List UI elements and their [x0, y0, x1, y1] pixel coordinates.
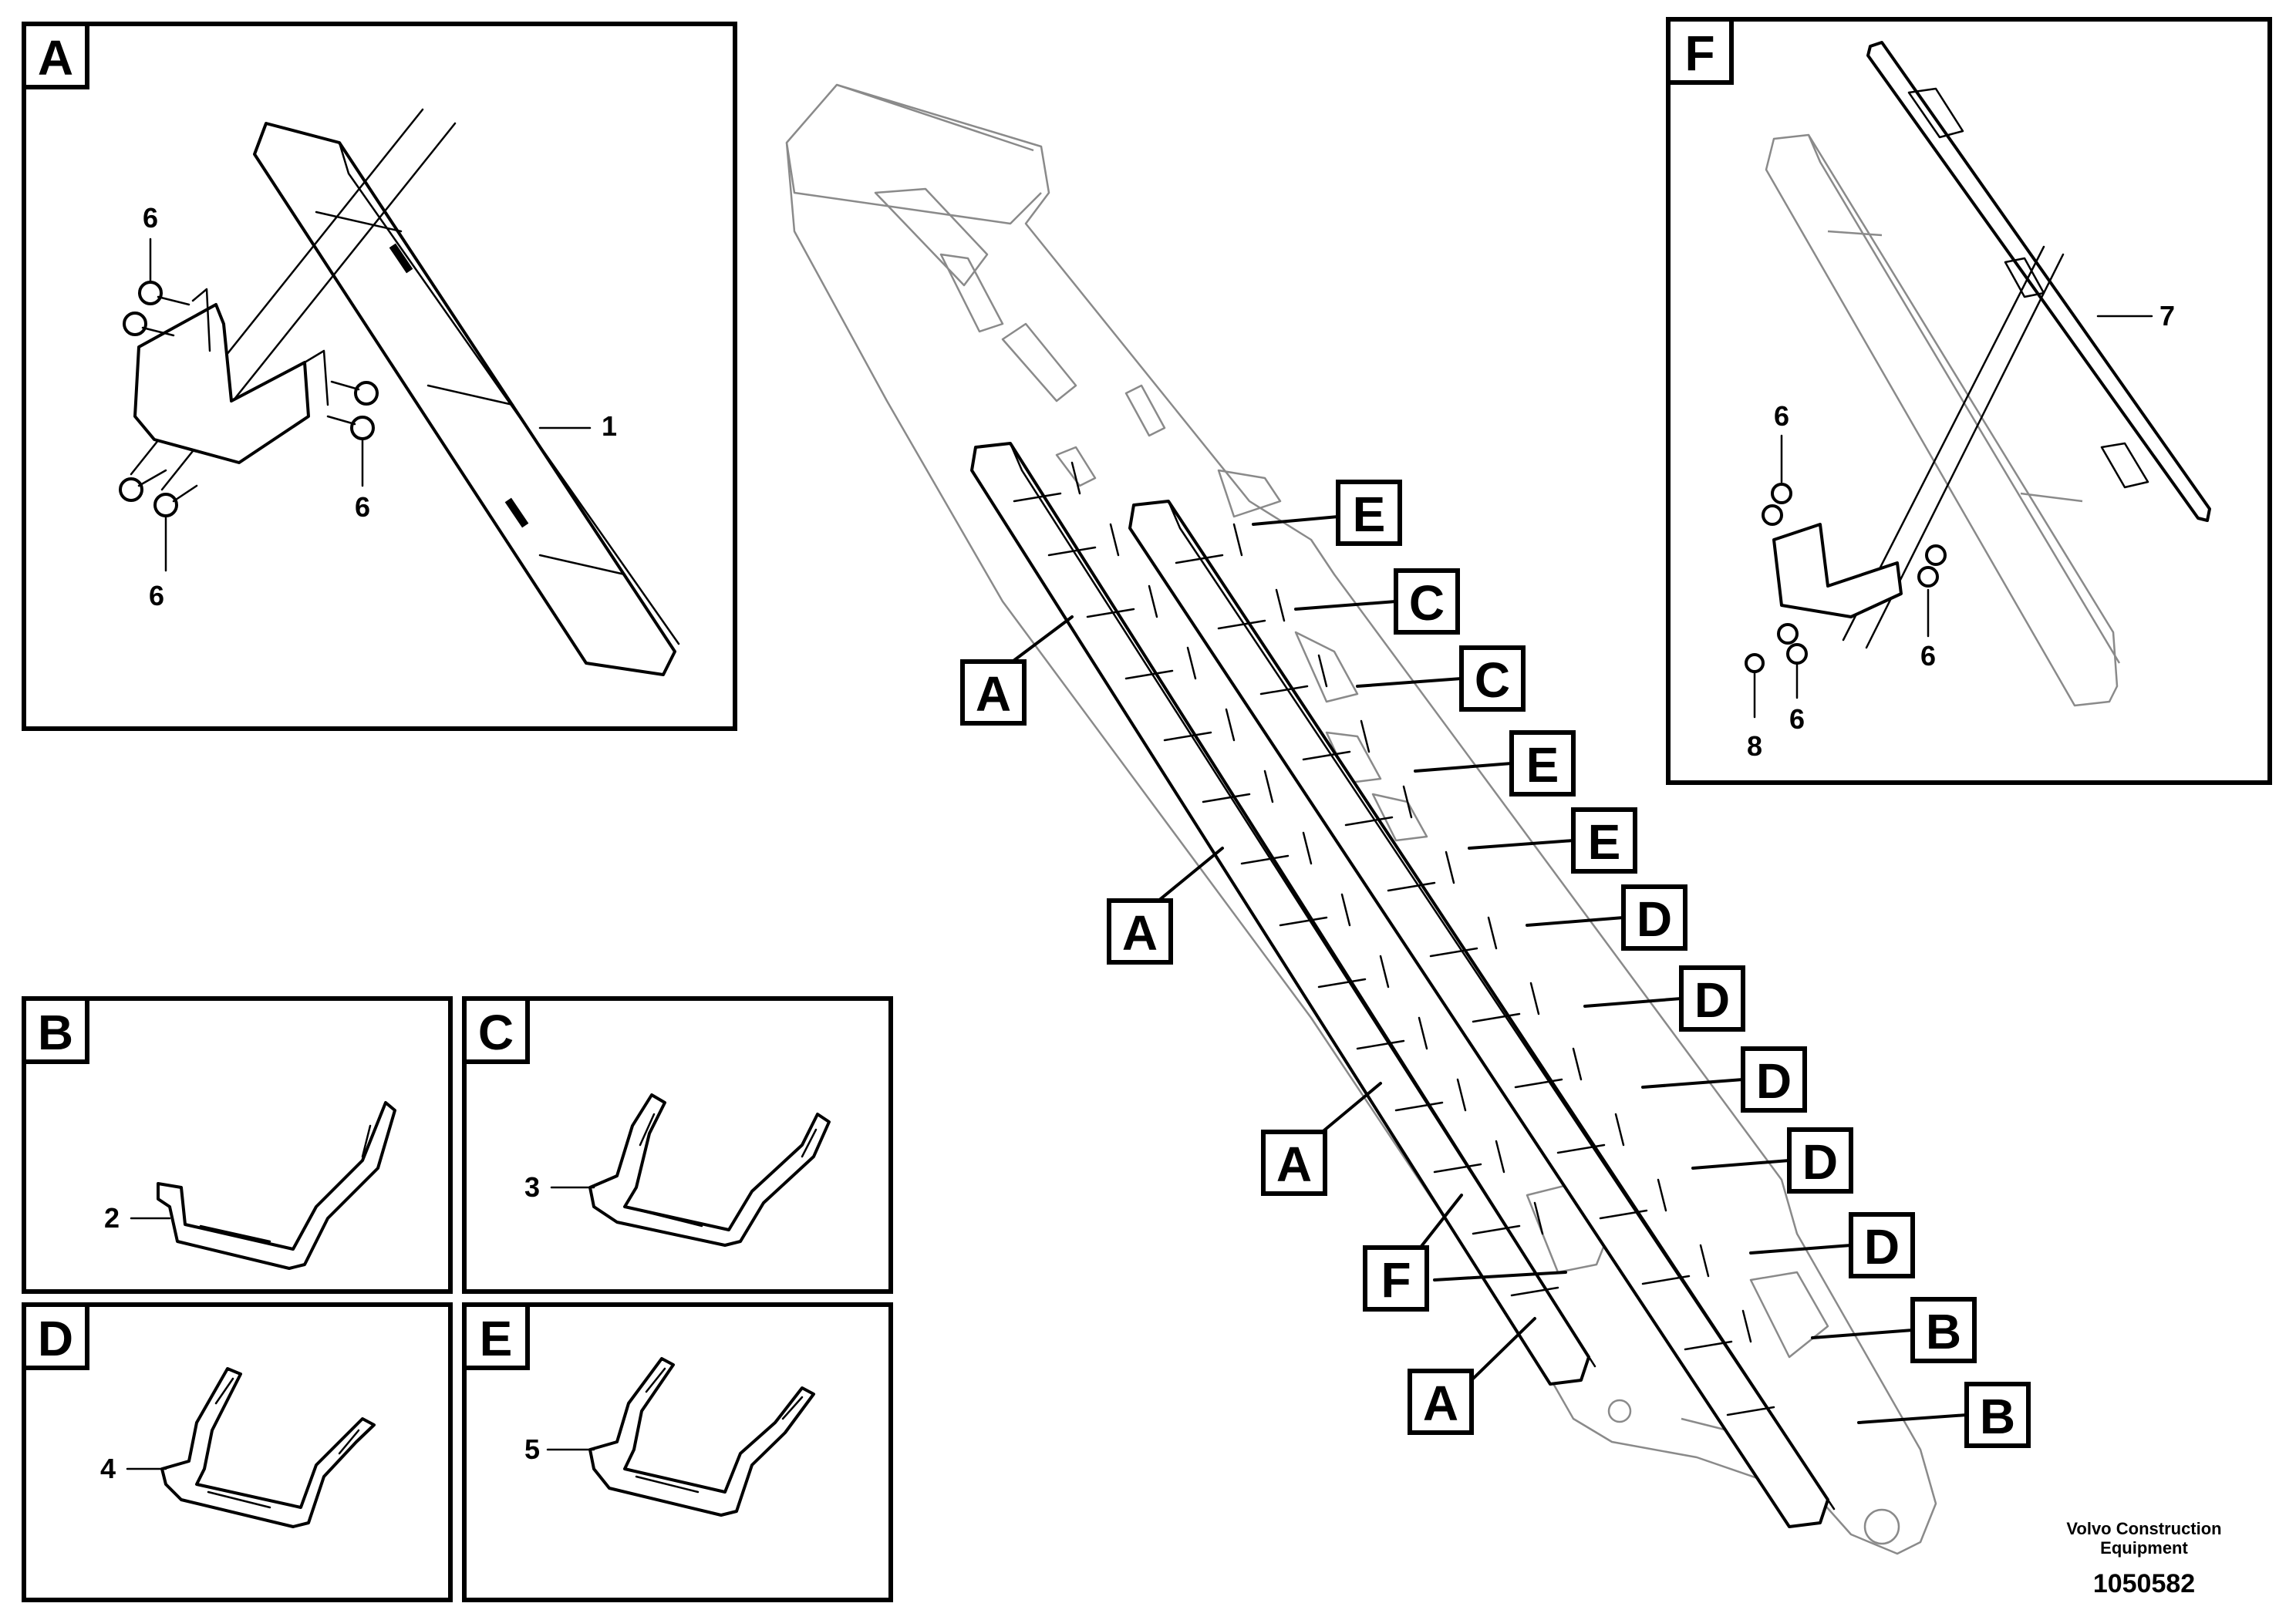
- panel-b-tag: [22, 996, 89, 1064]
- callout-a-4: A: [1423, 1376, 1458, 1431]
- panel-e-tag: [462, 1302, 530, 1370]
- callout-d-1: D: [1637, 891, 1672, 947]
- callout-c-1: C: [1409, 575, 1445, 631]
- panel-d-letter: D: [38, 1311, 73, 1366]
- panel-a-letter: A: [38, 30, 73, 86]
- panel-f-item-6-bottom: 6: [1789, 703, 1805, 735]
- callout-tags: E C C E E D D D D D B B: [960, 480, 2031, 1448]
- callout-f-1: F: [1381, 1252, 1411, 1308]
- panel-b-letter: B: [38, 1005, 73, 1060]
- wear-strip-part-1: [253, 122, 680, 676]
- panel-d-item-4: 4: [100, 1453, 116, 1484]
- callout-a-2: A: [1122, 905, 1158, 961]
- callout-d-5: D: [1864, 1219, 1900, 1275]
- footer-block: Volvo Construction Equipment 1050582: [2066, 1519, 2221, 1598]
- panel-c-item-3: 3: [524, 1171, 540, 1203]
- callout-b-1: B: [1926, 1304, 1961, 1359]
- detail-panel-d: D 4: [22, 1302, 453, 1602]
- detail-panel-b: B 2: [22, 996, 453, 1294]
- panel-f-letter: F: [1684, 25, 1714, 81]
- callout-e-1: E: [1353, 487, 1386, 542]
- callout-c-2: C: [1475, 652, 1510, 708]
- bracket-part-4: [160, 1367, 376, 1528]
- panel-f-item-6-right: 6: [1920, 640, 1936, 672]
- panel-a-tag: [22, 22, 89, 89]
- panel-e-letter: E: [480, 1311, 513, 1366]
- wear-pads-left-row: [970, 442, 1596, 1386]
- panel-e-item-5: 5: [524, 1433, 540, 1465]
- callout-d-3: D: [1756, 1053, 1792, 1109]
- panel-f-item-6-top: 6: [1774, 400, 1789, 432]
- document-number: 1050582: [2093, 1569, 2195, 1598]
- panel-a-item-6-bottom: 6: [149, 580, 164, 611]
- brand-line-1: Volvo Construction: [2066, 1519, 2221, 1538]
- callout-b-2: B: [1980, 1389, 2015, 1444]
- brand-line-2: Equipment: [2100, 1538, 2188, 1558]
- callout-a-3: A: [1276, 1137, 1312, 1192]
- panel-d-tag: [22, 1302, 89, 1370]
- callout-e-2: E: [1526, 737, 1559, 793]
- panel-a-item-6-top: 6: [143, 202, 158, 234]
- bolt-icon: [1745, 483, 1947, 673]
- detail-panel-e: E 5: [462, 1302, 893, 1602]
- detail-panel-c: C 3: [462, 996, 893, 1294]
- callout-e-3: E: [1588, 814, 1621, 870]
- panel-a-item-1: 1: [602, 410, 617, 442]
- boom-assembly: [785, 83, 1937, 1555]
- callout-d-2: D: [1694, 972, 1730, 1028]
- detail-panel-f: F 7: [1666, 17, 2272, 785]
- callout-d-4: D: [1802, 1134, 1838, 1190]
- wear-pads-right-row: [1128, 500, 1836, 1528]
- panel-d-frame: [22, 1302, 453, 1602]
- bolt-icon: [119, 281, 379, 517]
- panel-b-item-2: 2: [104, 1202, 120, 1234]
- panel-e-frame: [462, 1302, 893, 1602]
- bracket-part-3: [588, 1093, 831, 1247]
- callout-a-1: A: [976, 666, 1011, 722]
- panel-c-letter: C: [478, 1005, 514, 1060]
- panel-a-item-6-mid: 6: [355, 491, 370, 523]
- bracket-part-5: [588, 1357, 815, 1517]
- bracket-part-2: [157, 1101, 396, 1270]
- panel-f-item-8: 8: [1747, 730, 1762, 762]
- panel-f-tag: [1666, 17, 1734, 85]
- panel-c-tag: [462, 996, 530, 1064]
- panel-f-item-7: 7: [2159, 300, 2175, 332]
- detail-panel-a: A 6: [22, 22, 737, 731]
